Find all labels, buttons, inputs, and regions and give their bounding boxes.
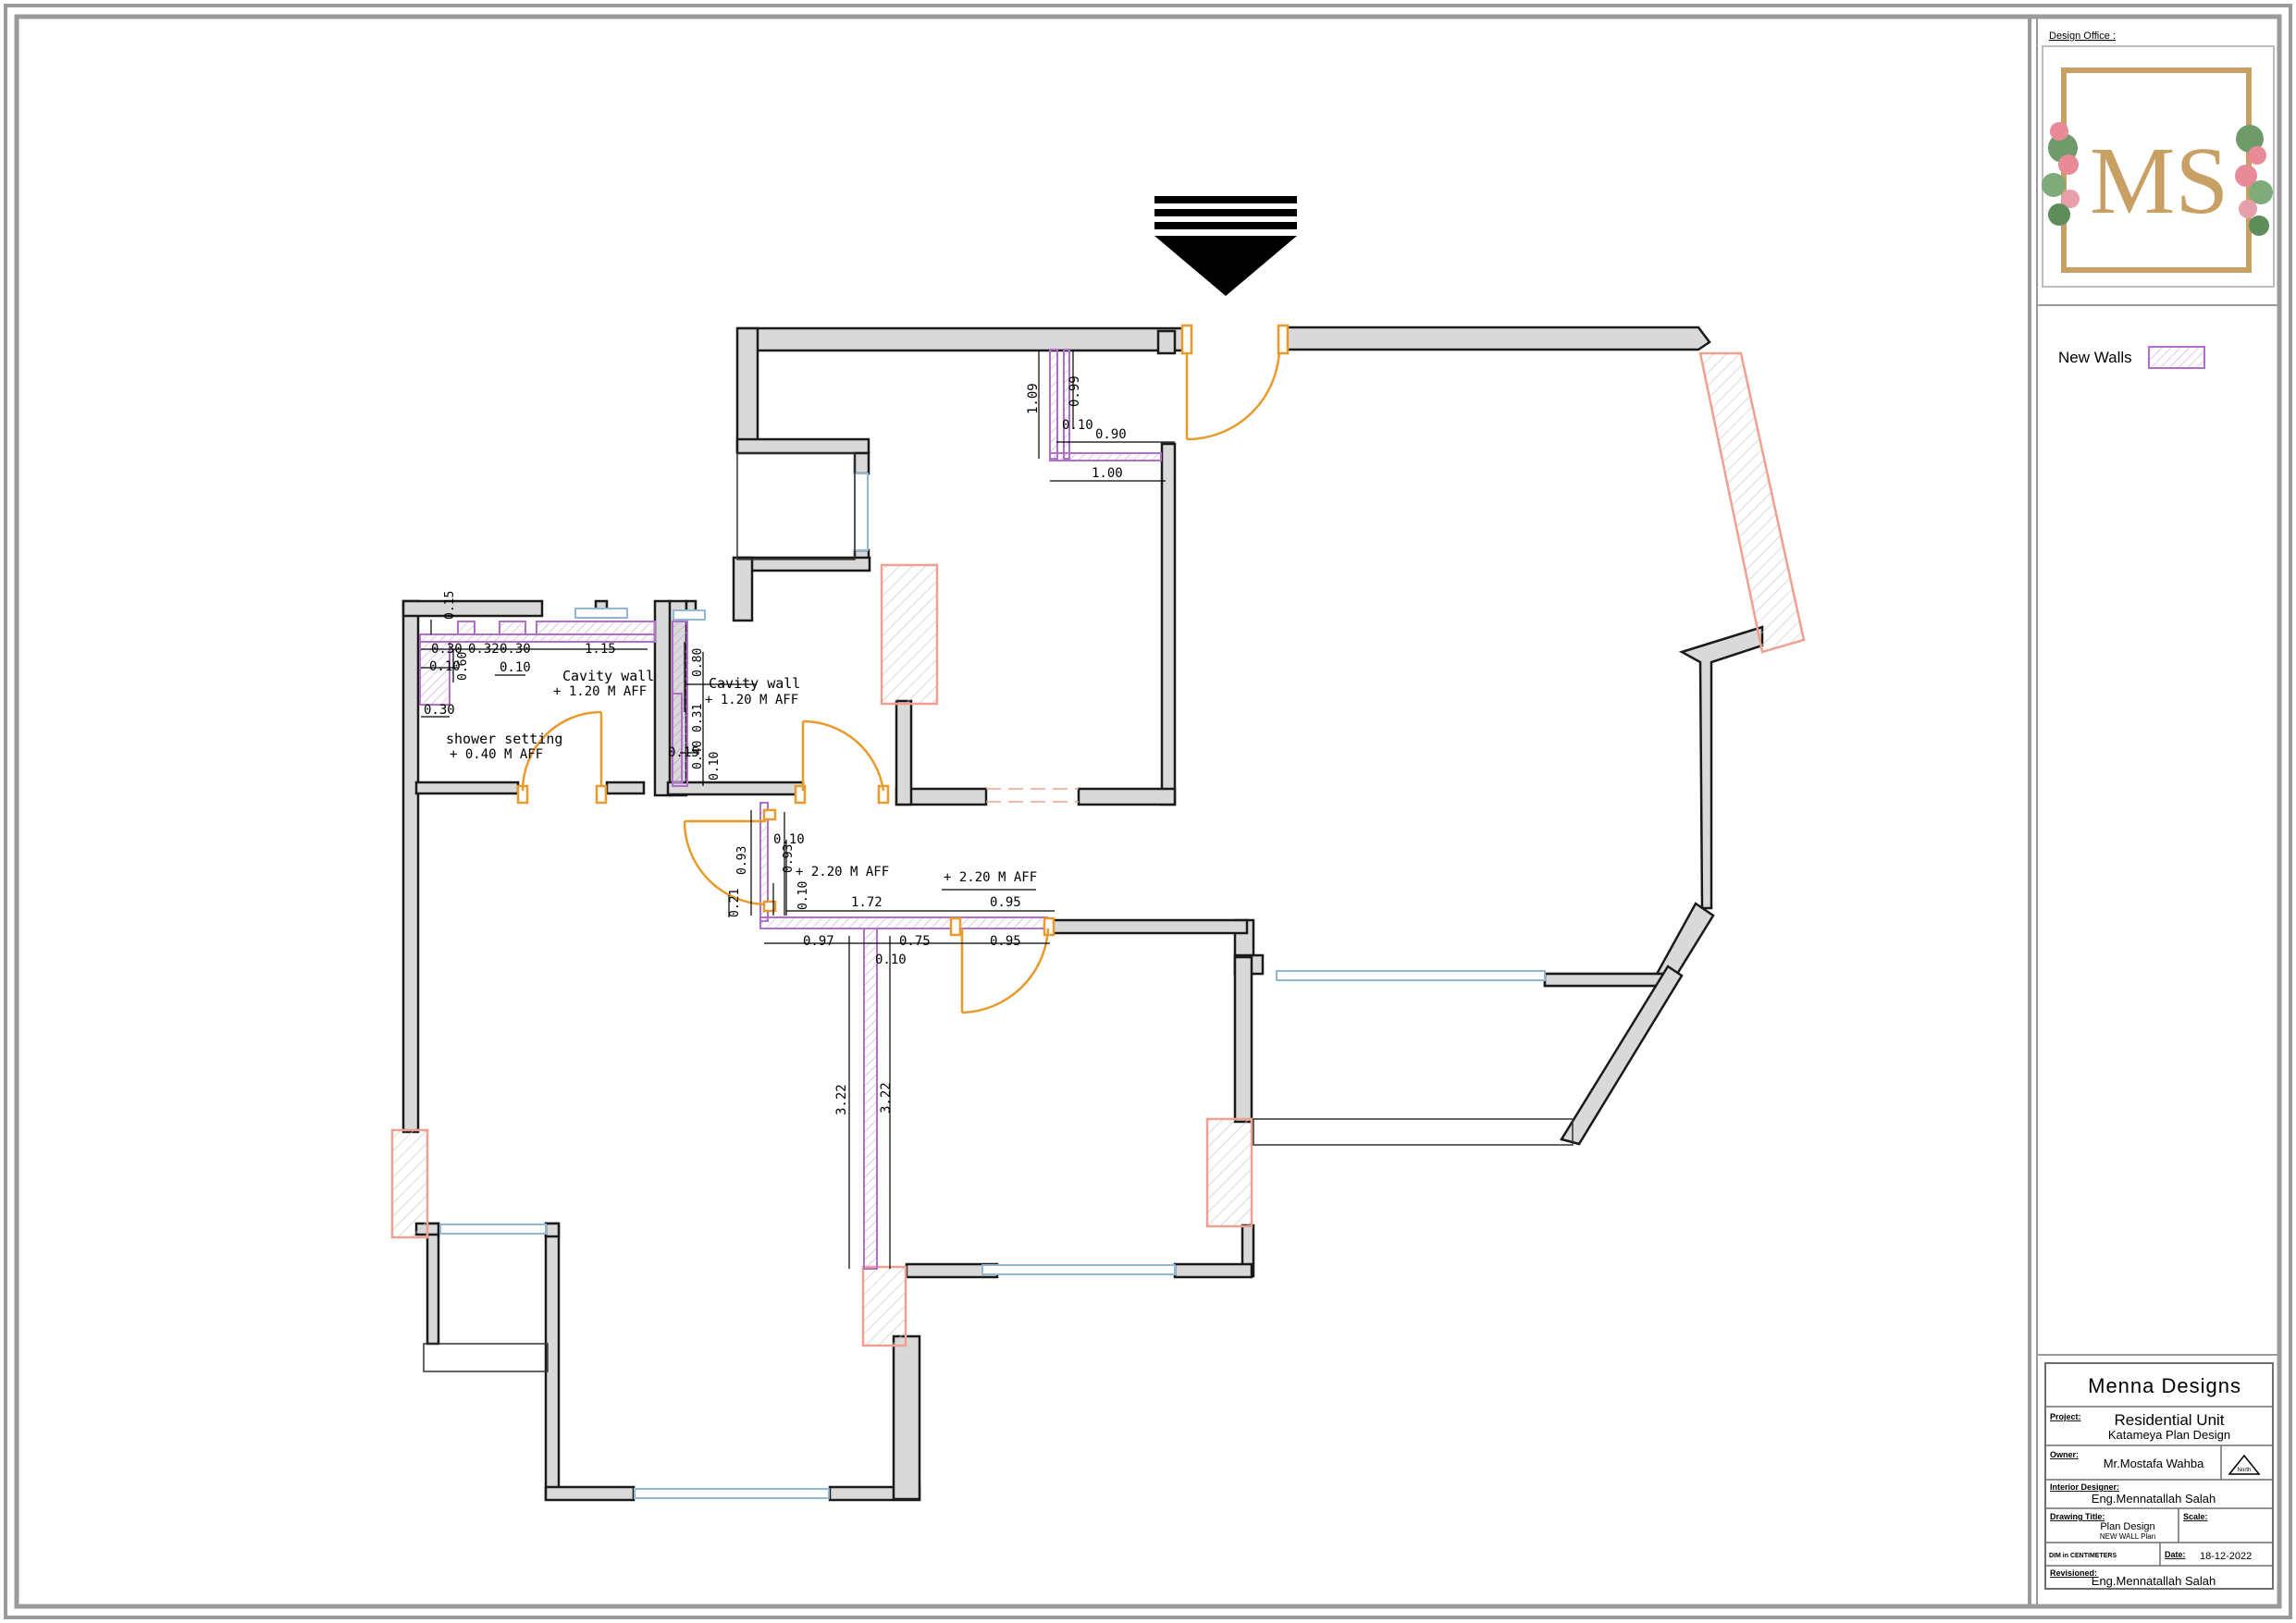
dimension-labels: 1.09 0.99 0.10 0.90 1.00 0.15 0.30 0.32 … [424, 375, 1127, 1115]
dim-label: 0.10 [429, 659, 461, 674]
dim-label: 0.10 [875, 953, 907, 967]
level-label-b: + 2.20 M AFF [944, 870, 1037, 885]
dim-label: 0.30 [424, 703, 455, 718]
dimension-lines [421, 350, 1175, 1269]
dim-label: 0.31 [691, 704, 705, 732]
designer-name: Eng.Mennatallah Salah [2092, 1492, 2216, 1506]
balcony-outlines [423, 452, 1574, 1372]
dim-label: 0.15 [668, 745, 699, 760]
dim-label: 0.99 [1068, 375, 1082, 407]
project-label: Project: [2050, 1412, 2081, 1421]
north-arrow-icon: North [2228, 1454, 2261, 1475]
columns [390, 351, 1806, 1347]
design-office-label: Design Office : [2049, 31, 2116, 42]
dim-label: 3.22 [879, 1082, 894, 1113]
dim-label: 0.10 [773, 832, 805, 847]
dim-label: 0.10 [1062, 418, 1093, 433]
dim-label: 0.10 [500, 660, 531, 675]
cavity-wall-1-label: Cavity wall [562, 668, 654, 684]
dim-label: 0.93 [782, 844, 796, 873]
dim-label: 0.30 [500, 642, 531, 657]
cavity-wall-2-level: + 1.20 M AFF [705, 693, 798, 707]
drawing-title: Plan Design [2100, 1521, 2154, 1532]
dim-label: 0.97 [803, 934, 834, 949]
dim-label: 1.09 [1026, 383, 1041, 414]
floral-decoration-left [2042, 122, 2080, 226]
title-block: Design Office : MS New Walls Menna Desig… [2028, 17, 2279, 1606]
new-walls [419, 349, 1162, 1270]
dim-label: 3.22 [834, 1084, 849, 1115]
dim-label: 1.15 [585, 642, 616, 657]
annotations: Cavity wall + 1.20 M AFF Cavity wall + 1… [446, 668, 1037, 885]
dim-label: 0.30 [431, 642, 463, 657]
svg-text:North: North [2238, 1468, 2252, 1473]
level-label-a: + 2.20 M AFF [796, 865, 889, 879]
outer-border [4, 4, 2292, 1619]
dim-label: 0.10 [708, 752, 722, 781]
dim-label: 0.93 [735, 846, 749, 875]
owner-label: Owner: [2050, 1450, 2079, 1459]
drawing-title-label: Drawing Title: [2050, 1512, 2105, 1521]
shower-level: + 0.40 M AFF [450, 747, 543, 762]
legend-new-walls-label: New Walls [2058, 349, 2132, 366]
dim-note: DIM in CENTIMETERS [2049, 1553, 2117, 1559]
existing-walls [401, 326, 1764, 1502]
designer-label: Interior Designer: [2050, 1482, 2119, 1492]
company-name: Menna Designs [2088, 1374, 2241, 1397]
revisioned-name: Eng.Mennatallah Salah [2092, 1574, 2216, 1588]
drawing-sub: NEW WALL Plan [2100, 1532, 2155, 1541]
date-value: 18-12-2022 [2200, 1551, 2252, 1562]
owner-name: Mr.Mostafa Wahba [2104, 1457, 2204, 1470]
windows [439, 473, 1546, 1499]
cavity-wall-2-label: Cavity wall [709, 675, 800, 692]
revisioned-label: Revisioned: [2050, 1568, 2097, 1578]
dim-label: 0.15 [443, 591, 457, 620]
dim-label: 0.90 [1095, 427, 1127, 442]
project-sub: Katameya Plan Design [2108, 1428, 2230, 1442]
shower-label: shower setting [446, 731, 562, 747]
logo-monogram: MS [2090, 128, 2228, 234]
dim-label: 1.00 [1092, 466, 1123, 481]
entrance-arrow-icon [1154, 196, 1297, 296]
floral-decoration-right [2235, 125, 2273, 236]
dim-label: 0.75 [899, 934, 931, 949]
dim-label: 0.40 [691, 741, 705, 769]
dim-label: 0.95 [990, 934, 1021, 949]
legend-new-walls-swatch [2148, 346, 2205, 369]
dim-label: 0.80 [691, 648, 705, 677]
scale-label: Scale: [2183, 1512, 2208, 1521]
logo-panel [2042, 45, 2275, 288]
inner-border [14, 14, 2282, 1609]
doors [516, 324, 1290, 1014]
dim-label: 0.60 [456, 652, 470, 681]
dim-label: 0.21 [728, 889, 742, 917]
dim-label: 0.95 [990, 895, 1021, 910]
cavity-wall-1-level: + 1.20 M AFF [553, 684, 647, 699]
project-name: Residential Unit [2114, 1411, 2224, 1429]
dim-label: 0.32 [468, 642, 500, 657]
dim-label: 1.72 [851, 895, 883, 910]
date-label: Date: [2165, 1550, 2186, 1559]
dim-label: 0.10 [796, 881, 810, 910]
